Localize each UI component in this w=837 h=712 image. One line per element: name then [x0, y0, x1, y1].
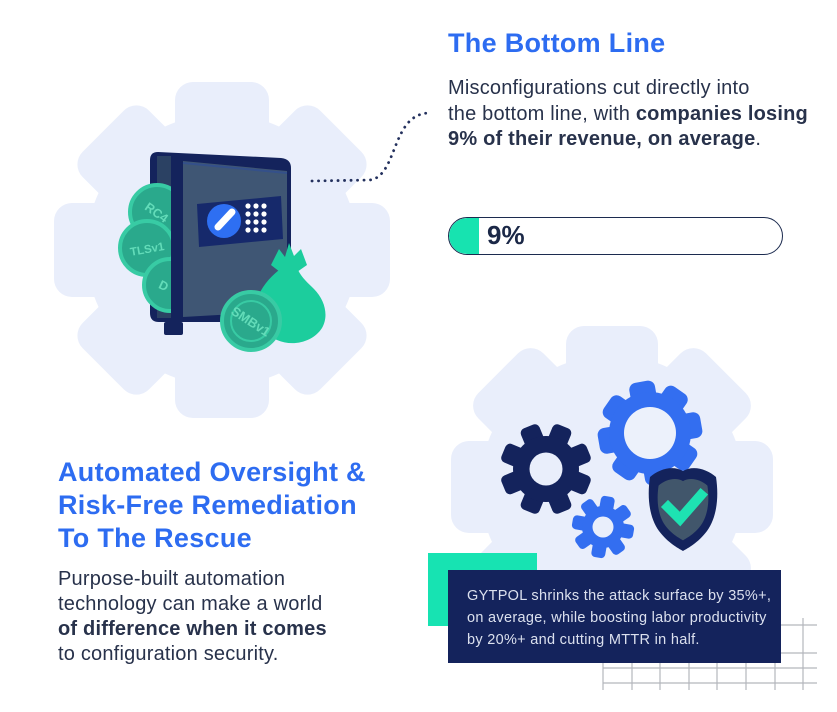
bottom-line-body: Misconfigurations cut directly into the …: [448, 76, 808, 153]
callout-box: GYTPOL shrinks the attack surface by 35%…: [448, 570, 781, 663]
navy-gear-icon: [501, 424, 591, 514]
bottom-line-progress-fill: [449, 218, 479, 254]
blue-gear-small-icon: [571, 495, 635, 559]
keypad-dots-icon: [245, 203, 267, 233]
bottom-line-body-line1: Misconfigurations cut directly into: [448, 77, 750, 99]
callout-line: on average, while boosting labor product…: [467, 610, 767, 626]
safe-icon: RC4 TLSv1 D: [118, 152, 291, 335]
rescue-heading: Automated Oversight & Risk-Free Remediat…: [58, 457, 366, 553]
bottom-line-body-line3: 9% of their revenue, on average.: [448, 128, 762, 150]
bottom-line-progress-bar: 9%: [448, 217, 783, 255]
rescue-body: Purpose-built automation technology can …: [58, 568, 327, 665]
shield-check-icon: [648, 468, 718, 551]
callout-line: GYTPOL shrinks the attack surface by 35%…: [467, 588, 772, 604]
bottom-line-body-line2: the bottom line, with companies losing: [448, 102, 808, 125]
dotted-connector-line: [310, 111, 431, 183]
bottom-line-heading: The Bottom Line: [448, 28, 666, 58]
callout-line: by 20%+ and cutting MTTR in half.: [467, 632, 700, 648]
coin-smbv1: SMBv1: [220, 290, 282, 352]
blue-gear-large-icon: [597, 380, 703, 486]
safe-illustration: RC4 TLSv1 D: [54, 82, 431, 418]
bottom-line-progress-label: 9%: [487, 220, 525, 250]
keypad-panel-icon: [197, 196, 283, 247]
